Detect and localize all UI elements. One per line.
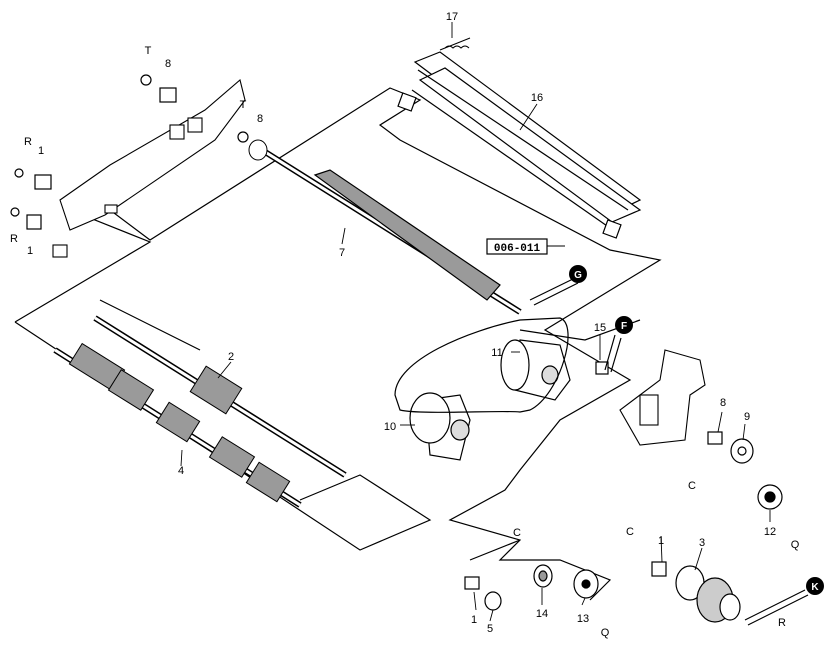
connector-G: G xyxy=(569,265,587,283)
svg-text:G: G xyxy=(574,270,582,281)
label-16: 16 xyxy=(531,92,543,104)
label-8-top: 8 xyxy=(165,58,171,70)
label-8-right: 8 xyxy=(720,397,726,409)
bearing-1-lower xyxy=(464,561,667,590)
leader-lines xyxy=(180,22,771,622)
shaft-2 xyxy=(93,315,347,478)
motor-10 xyxy=(409,392,471,461)
label-4: 4 xyxy=(178,465,184,477)
label-5: 5 xyxy=(487,623,493,635)
drive-belt xyxy=(394,317,569,413)
label-1-c: 1 xyxy=(471,614,477,626)
gear-9 xyxy=(730,438,754,464)
gear-14 xyxy=(533,564,553,588)
label-8-mid: 8 xyxy=(257,113,263,125)
small-bearings xyxy=(10,74,723,445)
connector-cables xyxy=(529,277,809,626)
label-11: 11 xyxy=(491,347,502,359)
label-C-3: C xyxy=(513,527,521,539)
gear-12 xyxy=(757,484,783,510)
gear-13 xyxy=(573,569,599,599)
label-Q-1: Q xyxy=(791,539,800,551)
label-13: 13 xyxy=(577,613,589,625)
svg-text:F: F xyxy=(621,321,627,332)
gear-3 xyxy=(675,565,741,623)
gear-5 xyxy=(484,591,502,611)
label-T-mid: T xyxy=(240,99,247,111)
label-T-top: T xyxy=(145,45,152,57)
svg-text:K: K xyxy=(811,582,819,593)
left-bracket xyxy=(52,79,246,258)
label-9: 9 xyxy=(744,411,750,423)
label-15: 15 xyxy=(594,322,606,334)
label-3: 3 xyxy=(699,537,705,549)
right-bracket xyxy=(619,349,706,446)
label-1-d: 1 xyxy=(658,535,664,547)
svg-text:006-011: 006-011 xyxy=(494,243,541,255)
motor-11 xyxy=(500,339,571,401)
spring-17 xyxy=(439,37,471,51)
label-C-2: C xyxy=(626,526,634,538)
label-14: 14 xyxy=(536,608,548,620)
label-R-1: R xyxy=(24,136,32,148)
label-12: 12 xyxy=(764,526,776,538)
label-R-2: R xyxy=(10,233,18,245)
label-10: 10 xyxy=(384,421,396,433)
label-Q-2: Q xyxy=(601,627,610,639)
rail-assembly xyxy=(397,51,642,239)
label-1-b: 1 xyxy=(27,245,33,257)
part-labels: 17 16 7 8 8 8 T T R R R 1 1 1 1 2 4 3 5 … xyxy=(10,11,800,639)
shaft-4 xyxy=(53,342,302,508)
label-R-3: R xyxy=(778,617,786,629)
connector-F: F xyxy=(615,316,633,334)
connector-K: K xyxy=(806,577,824,595)
label-2: 2 xyxy=(228,351,234,363)
label-1-a: 1 xyxy=(38,145,44,157)
roller-7 xyxy=(248,139,522,315)
label-17: 17 xyxy=(446,11,458,23)
label-C-1: C xyxy=(688,480,696,492)
reference-box: 006-011 xyxy=(486,238,565,255)
label-7: 7 xyxy=(339,247,345,259)
